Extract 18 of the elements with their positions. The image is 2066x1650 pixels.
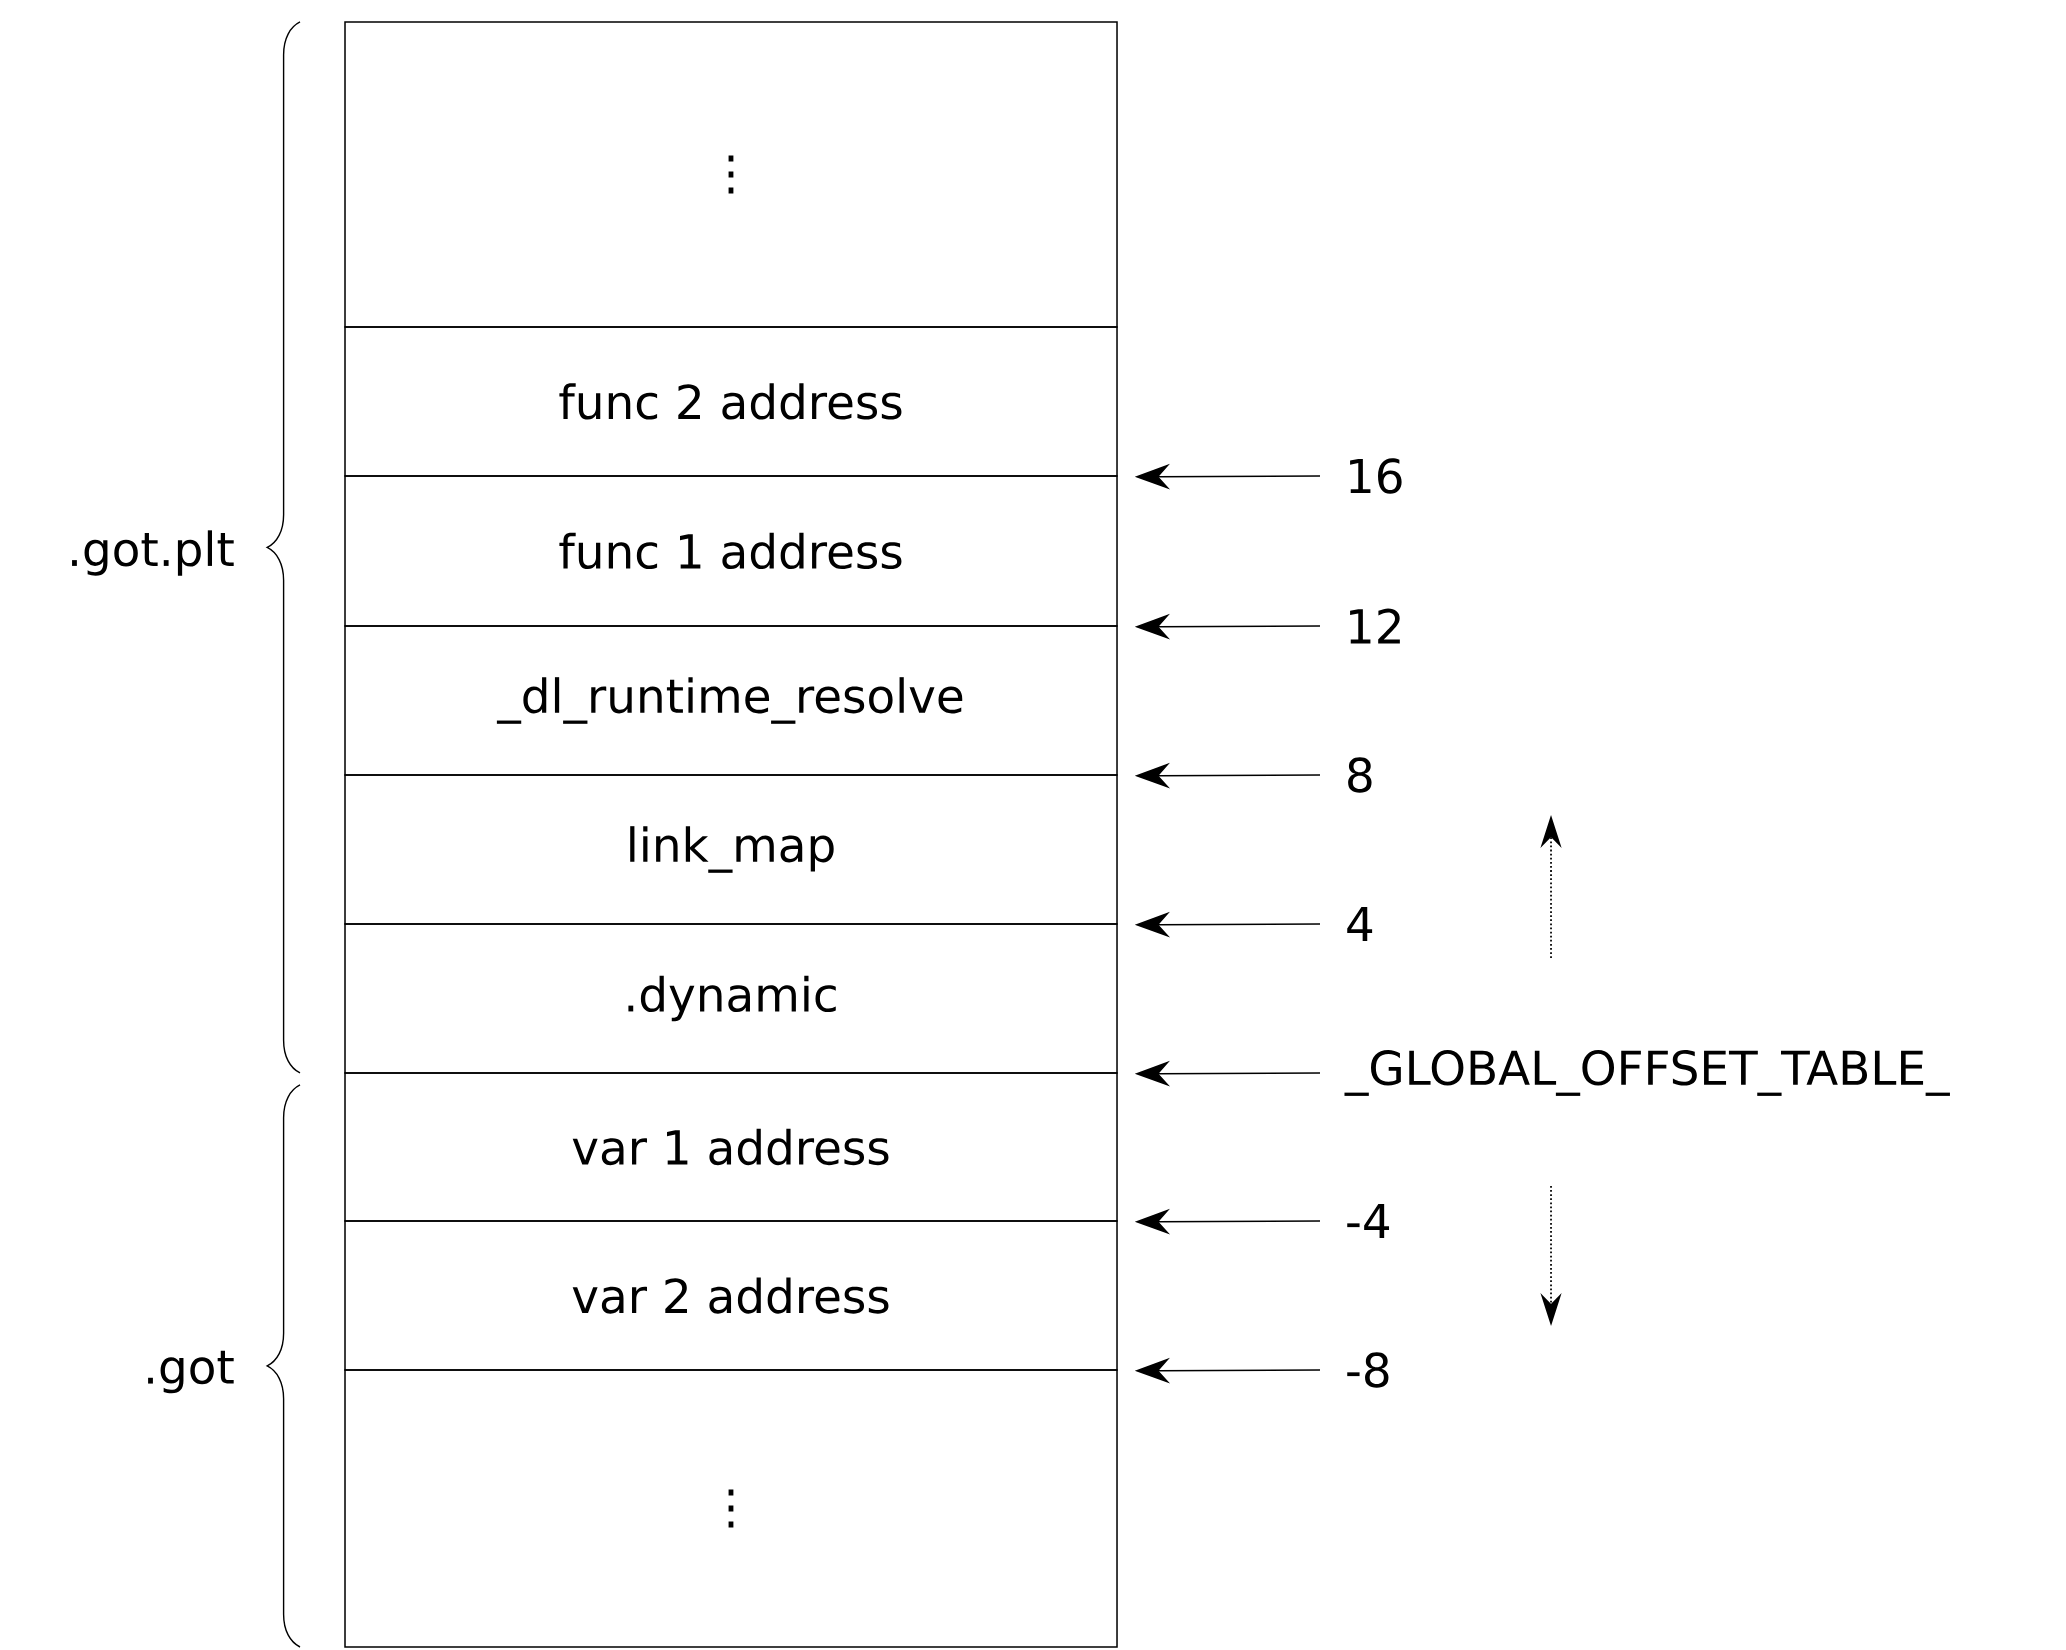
table-row: func 1 address: [344, 475, 1118, 627]
table-row: var 1 address: [344, 1072, 1118, 1222]
offset-label: 8: [1348, 757, 1372, 793]
table-row: func 2 address: [344, 326, 1118, 477]
section-label: .got.plt: [72, 530, 234, 576]
table-row: link_map: [344, 774, 1118, 925]
table-row: _dl_runtime_resolve: [344, 625, 1118, 776]
table-row: ⋮: [344, 21, 1118, 328]
section-label: .got: [148, 1350, 234, 1394]
offset-label: 12: [1350, 608, 1400, 644]
offset-label: _GLOBAL_OFFSET_TABLE_: [1344, 1050, 1950, 1096]
offset-label: 16: [1350, 458, 1402, 494]
offset-label: 4: [1347, 906, 1373, 942]
offset-label: -8: [1347, 1352, 1389, 1388]
table-row: .dynamic: [344, 923, 1118, 1074]
table-row: var 2 address: [344, 1220, 1118, 1371]
table-row: ⋮: [344, 1369, 1118, 1648]
offset-label: -4: [1347, 1203, 1390, 1239]
